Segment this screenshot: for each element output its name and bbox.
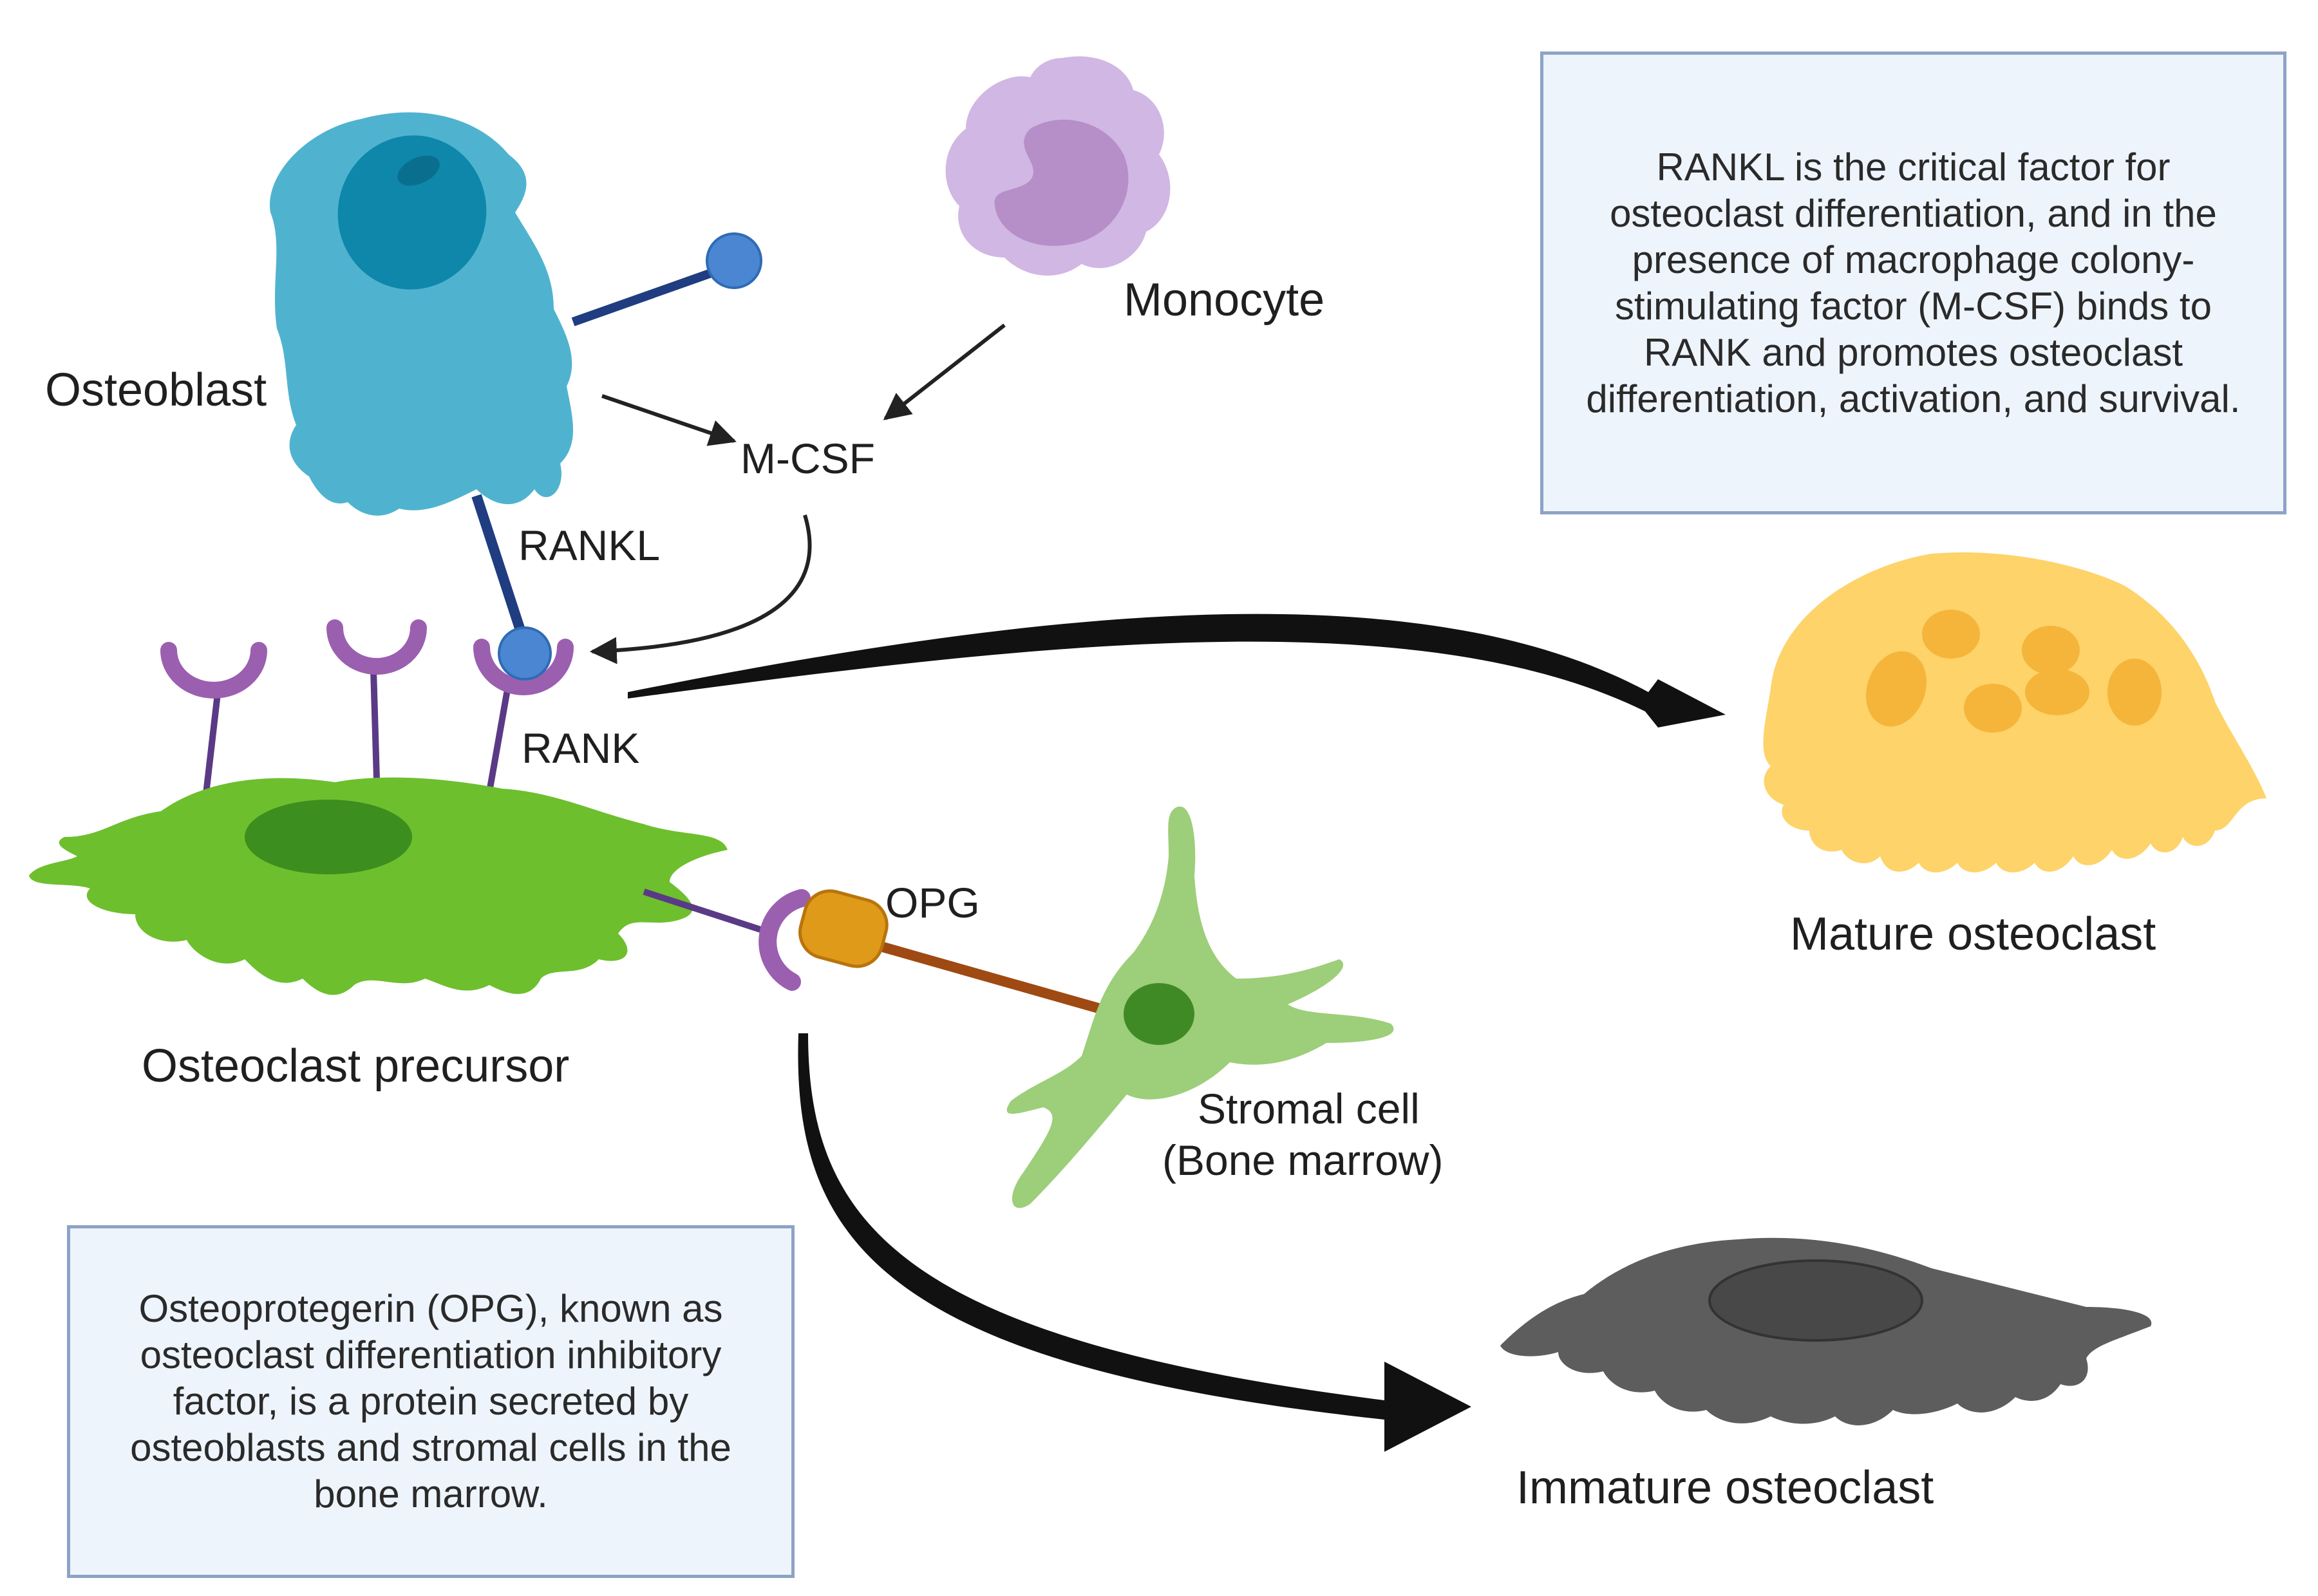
- osteoblast-cell: [270, 112, 573, 516]
- mature-nucleus: [1865, 651, 1927, 727]
- osteoclast-precursor-label: Osteoclast precursor: [142, 1040, 569, 1092]
- opg-label: OPG: [885, 879, 980, 926]
- mature-osteoclast-cell: [1763, 552, 2266, 872]
- monocyte-to-mcsf-arrow: [883, 323, 1006, 420]
- rankl-info-text: RANKL is the critical factor for osteocl…: [1586, 145, 2241, 420]
- mature-nucleus: [2022, 626, 2080, 675]
- immature-osteoclast-cell: [1500, 1237, 2152, 1425]
- stromal-cell-label: Stromal cell: [1198, 1085, 1420, 1132]
- rankl-bound-ball-icon: [498, 626, 552, 681]
- opg-receptor-cup-icon: [759, 889, 811, 991]
- mature-osteoclast-label: Mature osteoclast: [1790, 908, 2156, 960]
- mcsf-to-rank-arrow: [589, 514, 812, 664]
- stromal-cell: [1006, 806, 1394, 1208]
- to-immature-osteoclast-arrow: [798, 1033, 1471, 1452]
- osteoblast-nucleus: [337, 135, 487, 290]
- mature-nucleus: [1964, 684, 2022, 733]
- to-mature-osteoclast-arrow: [628, 614, 1726, 728]
- rankl-ball-icon: [706, 232, 762, 289]
- mature-nucleus: [1922, 610, 1980, 659]
- osteoblast-label: Osteoblast: [45, 364, 267, 416]
- osteoblast-to-mcsf-arrow: [601, 394, 737, 446]
- mature-nucleus: [2025, 669, 2089, 715]
- osteoclast-precursor-cell: [29, 777, 728, 995]
- precursor-nucleus: [245, 800, 412, 874]
- stromal-cell-location-label: (Bone marrow): [1162, 1136, 1443, 1184]
- receptor-cup-icon: [473, 639, 574, 695]
- monocyte-cell: [945, 56, 1171, 276]
- opg-capsule-icon: [798, 889, 889, 968]
- rank-receptors: [202, 669, 512, 805]
- receptor-cup-icon: [160, 642, 267, 699]
- rankl-info-box: RANKL is the critical factor for osteocl…: [1540, 52, 2286, 514]
- mature-nucleus: [2107, 659, 2162, 726]
- rankl-label: RANKL: [518, 521, 660, 569]
- immature-nucleus: [1708, 1259, 1923, 1342]
- opg-info-text: Osteoprotegerin (OPG), known as osteocla…: [130, 1287, 731, 1516]
- receptor-cup-icon: [326, 619, 427, 675]
- immature-osteoclast-label: Immature osteoclast: [1516, 1462, 1934, 1514]
- opg-info-box: Osteoprotegerin (OPG), known as osteocla…: [67, 1225, 795, 1578]
- stromal-nucleus: [1124, 983, 1194, 1045]
- rank-label: RANK: [522, 724, 639, 772]
- monocyte-label: Monocyte: [1124, 274, 1324, 326]
- mcsf-label: M-CSF: [740, 435, 875, 482]
